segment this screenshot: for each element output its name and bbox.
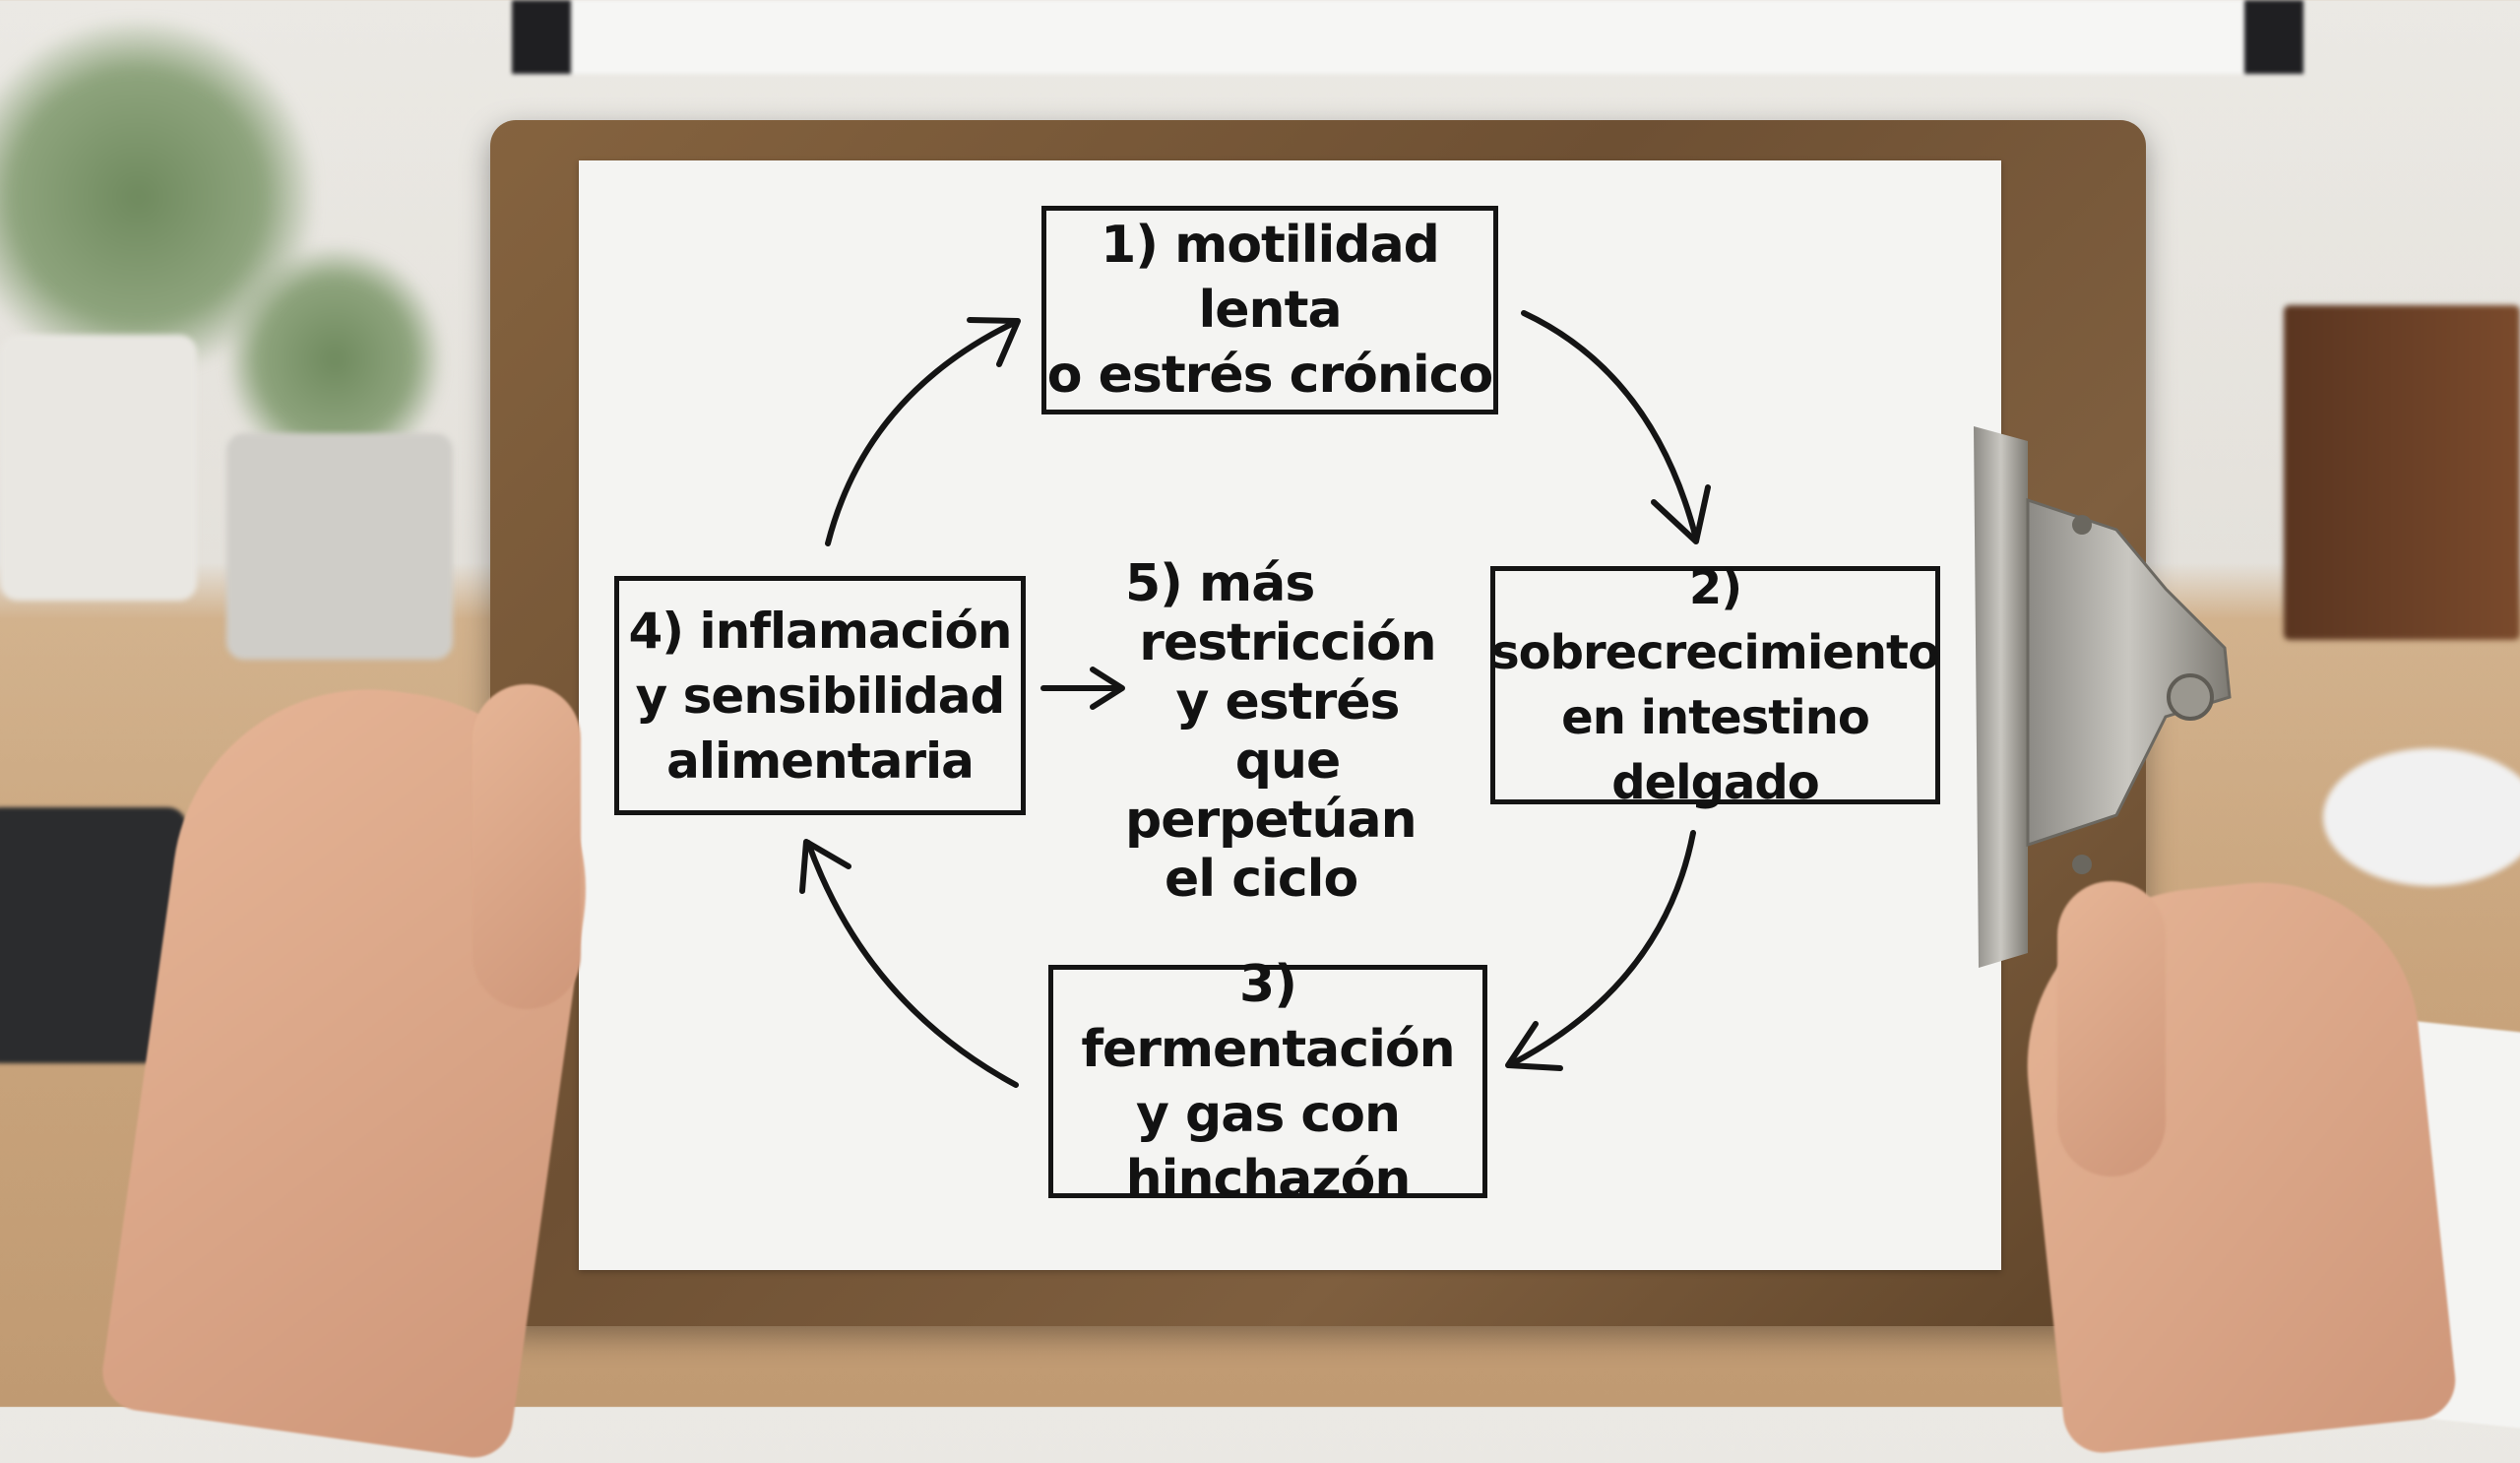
background-mouse: [2323, 748, 2520, 886]
background-monitor: [512, 0, 2303, 74]
arrow-1-to-2: [1521, 310, 1711, 544]
arrow-4-to-1: [825, 317, 1021, 546]
cycle-arrows: [799, 310, 1711, 1088]
step-4-line-1: 4) inflamación: [628, 602, 1013, 660]
step-5-line-1: 5) más: [1125, 554, 1315, 613]
step-3-line-1: 3) fermentación: [1081, 954, 1455, 1079]
arrow-3-to-4: [799, 839, 1019, 1088]
step-5-line-5: el ciclo: [1165, 850, 1358, 909]
arrow-2-to-3: [1505, 830, 1696, 1071]
step-4-box: 4) inflamación y sensibilidad alimentari…: [614, 576, 1026, 815]
step-5-line-2: restricción: [1139, 613, 1436, 672]
step-5-line-3: y estrés que: [1175, 672, 1401, 791]
step-3-line-2: y gas con: [1136, 1084, 1401, 1144]
arrow-4-to-5: [1040, 667, 1125, 710]
step-3-box: 3) fermentación y gas con hinchazón: [1048, 955, 1487, 1209]
step-1-box: 1) motilidad lenta o estrés crónico: [1041, 206, 1498, 414]
background-plant-pot-small: [226, 433, 453, 660]
step-2-line-3: delgado: [1611, 755, 1819, 810]
background-pen-cup: [2284, 305, 2520, 640]
step-1-line-1: 1) motilidad lenta: [1101, 216, 1440, 340]
paper-sheet: [579, 160, 2001, 1270]
step-1-line-2: o estrés crónico: [1046, 346, 1493, 405]
step-2-box: 2) sobrecrecimiento en intestino delgado: [1490, 560, 1940, 810]
background-plant-pot: [0, 335, 197, 601]
step-5-text: 5) más restricción y estrés que perpetúa…: [1125, 554, 1450, 909]
step-3-line-3: hinchazón: [1125, 1149, 1412, 1209]
step-4-line-2: y sensibilidad: [635, 667, 1006, 725]
clipboard-clip: [1974, 426, 2232, 968]
left-thumb: [472, 684, 581, 1009]
right-thumb: [2057, 881, 2166, 1177]
step-2-line-1: 2) sobrecrecimiento: [1491, 560, 1940, 680]
step-4-line-3: alimentaria: [666, 732, 975, 790]
step-5-line-4: perpetúan: [1125, 791, 1418, 850]
step-2-line-2: en intestino: [1561, 690, 1870, 745]
